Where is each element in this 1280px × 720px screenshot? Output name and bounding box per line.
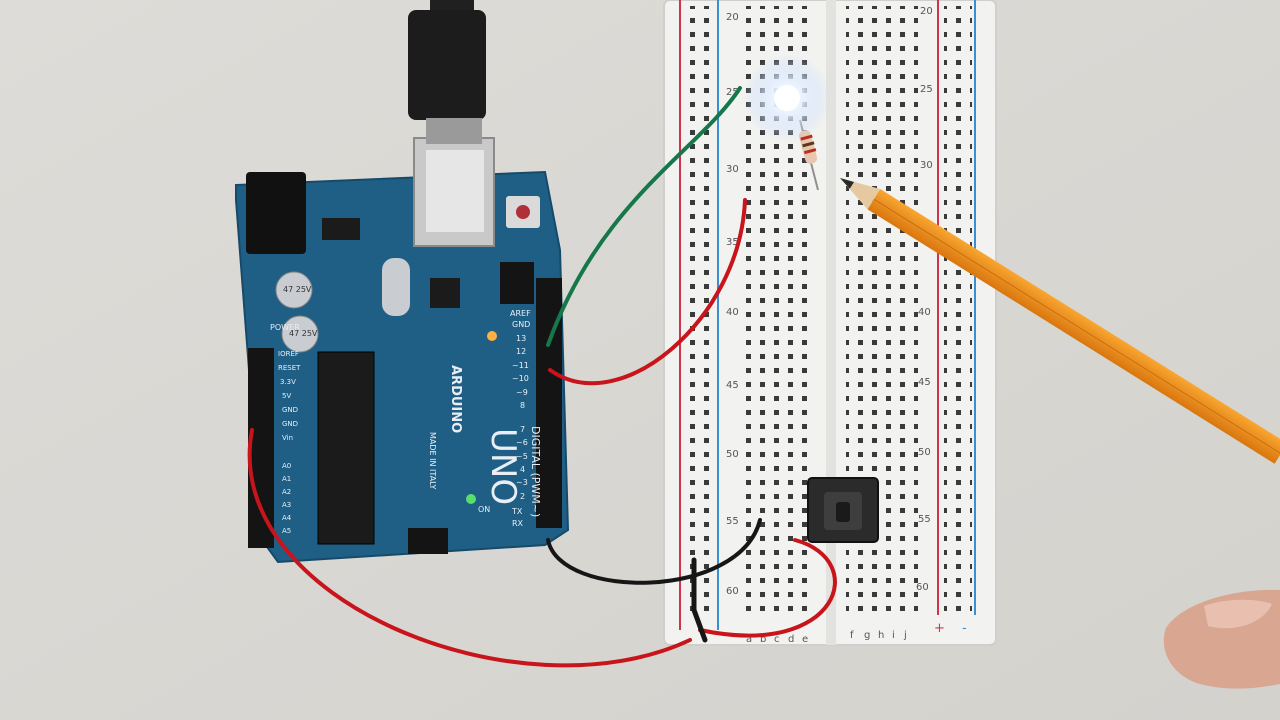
svg-text:2: 2: [520, 492, 525, 501]
svg-text:GND: GND: [282, 420, 298, 428]
svg-text:e: e: [802, 634, 808, 645]
rail-minus-label: -: [962, 621, 967, 636]
row-numbers-left: 20 25 30 35 40 45 50 55 60: [726, 12, 739, 597]
svg-text:47 25V: 47 25V: [283, 285, 312, 294]
svg-text:~6: ~6: [516, 438, 528, 447]
brand-label: ARDUINO: [448, 365, 463, 433]
digital-pin-labels: AREF GND 13 12 ~11 ~10 ~9 8 7 ~6 ~5 4 ~3…: [510, 309, 531, 501]
svg-text:55: 55: [918, 514, 931, 525]
svg-text:12: 12: [516, 347, 526, 356]
svg-text:A4: A4: [282, 514, 292, 522]
red-wire-5v: [247, 428, 692, 668]
svg-text:47 25V: 47 25V: [289, 329, 318, 338]
svg-text:13: 13: [516, 334, 526, 343]
svg-text:RESET: RESET: [278, 364, 301, 372]
dc-power-jack: [246, 172, 306, 254]
svg-text:d: d: [788, 634, 794, 645]
svg-text:5V: 5V: [282, 392, 291, 400]
jumper-wires: [247, 86, 837, 668]
rail-plus-label: +: [934, 621, 945, 636]
svg-text:A3: A3: [282, 501, 291, 509]
led: [774, 85, 800, 111]
rx-label: RX: [512, 519, 524, 528]
l-led: [487, 331, 497, 341]
svg-text:30: 30: [920, 160, 933, 171]
finger: [1163, 589, 1280, 689]
svg-text:AREF: AREF: [510, 309, 531, 318]
svg-text:i: i: [892, 630, 895, 641]
svg-text:~9: ~9: [516, 388, 528, 397]
svg-text:GND: GND: [512, 320, 530, 329]
svg-text:60: 60: [726, 586, 739, 597]
icsp-header: [408, 528, 448, 554]
svg-text:A5: A5: [282, 527, 291, 535]
svg-text:4: 4: [520, 465, 525, 474]
on-label: ON: [478, 505, 490, 514]
column-letters: a b c d e f g h i j: [746, 630, 907, 645]
svg-text:40: 40: [726, 307, 739, 318]
svg-text:j: j: [903, 630, 907, 641]
svg-text:~5: ~5: [516, 452, 528, 461]
svg-text:c: c: [774, 634, 780, 645]
svg-text:GND: GND: [282, 406, 298, 414]
svg-text:30: 30: [726, 164, 739, 175]
svg-text:25: 25: [726, 87, 739, 98]
svg-text:55: 55: [726, 516, 739, 527]
svg-text:A2: A2: [282, 488, 291, 496]
red-wire-led: [548, 198, 747, 386]
svg-text:A0: A0: [282, 462, 291, 470]
svg-text:A1: A1: [282, 475, 291, 483]
made-in-label: MADE IN ITALY: [428, 432, 437, 490]
capacitor: [281, 315, 319, 353]
svg-text:45: 45: [918, 377, 931, 388]
black-wire: [546, 518, 762, 585]
black-wire-rail: [691, 557, 708, 643]
pencil: [840, 178, 1280, 464]
svg-text:g: g: [864, 630, 870, 641]
svg-text:20: 20: [726, 12, 739, 23]
svg-text:3.3V: 3.3V: [280, 378, 296, 386]
power-analog-header: [248, 348, 274, 548]
push-button: [807, 477, 879, 543]
digital-label: DIGITAL (PWM~): [529, 426, 542, 517]
svg-text:~3: ~3: [516, 478, 528, 487]
on-led: [466, 494, 476, 504]
svg-text:60: 60: [916, 582, 929, 593]
svg-text:7: 7: [520, 425, 525, 434]
svg-text:50: 50: [918, 447, 931, 458]
board-name: UNO: [483, 428, 523, 505]
crystal-oscillator: [382, 258, 410, 316]
svg-text:IOREF: IOREF: [278, 350, 299, 358]
svg-text:b: b: [760, 634, 766, 645]
atmega-chip: [317, 351, 375, 545]
capacitor: [275, 271, 313, 309]
svg-text:f: f: [850, 630, 854, 641]
svg-text:~11: ~11: [512, 361, 529, 370]
tx-label: TX: [511, 507, 523, 516]
svg-text:20: 20: [920, 6, 933, 17]
right-power-rail-holes: [944, 6, 972, 616]
power-pin-labels: IOREF RESET 3.3V 5V GND GND Vin: [278, 350, 301, 442]
svg-text:Vin: Vin: [282, 434, 293, 442]
svg-text:8: 8: [520, 401, 525, 410]
svg-text:40: 40: [918, 307, 931, 318]
svg-text:25: 25: [920, 84, 933, 95]
usb-cable: [408, 0, 486, 144]
svg-text:35: 35: [726, 237, 739, 248]
analog-pin-labels: A0 A1 A2 A3 A4 A5: [282, 462, 292, 535]
red-wire-button: [698, 538, 837, 638]
svg-text:h: h: [878, 630, 884, 641]
svg-text:50: 50: [726, 449, 739, 460]
svg-text:45: 45: [726, 380, 739, 391]
svg-text:~10: ~10: [512, 374, 529, 383]
power-label: POWER: [270, 323, 300, 332]
svg-text:a: a: [746, 634, 752, 645]
green-wire: [546, 86, 742, 347]
arduino-uno-board: 47 25V 47 25V UNO ARDUINO DIGITAL (PWM~)…: [235, 137, 570, 564]
